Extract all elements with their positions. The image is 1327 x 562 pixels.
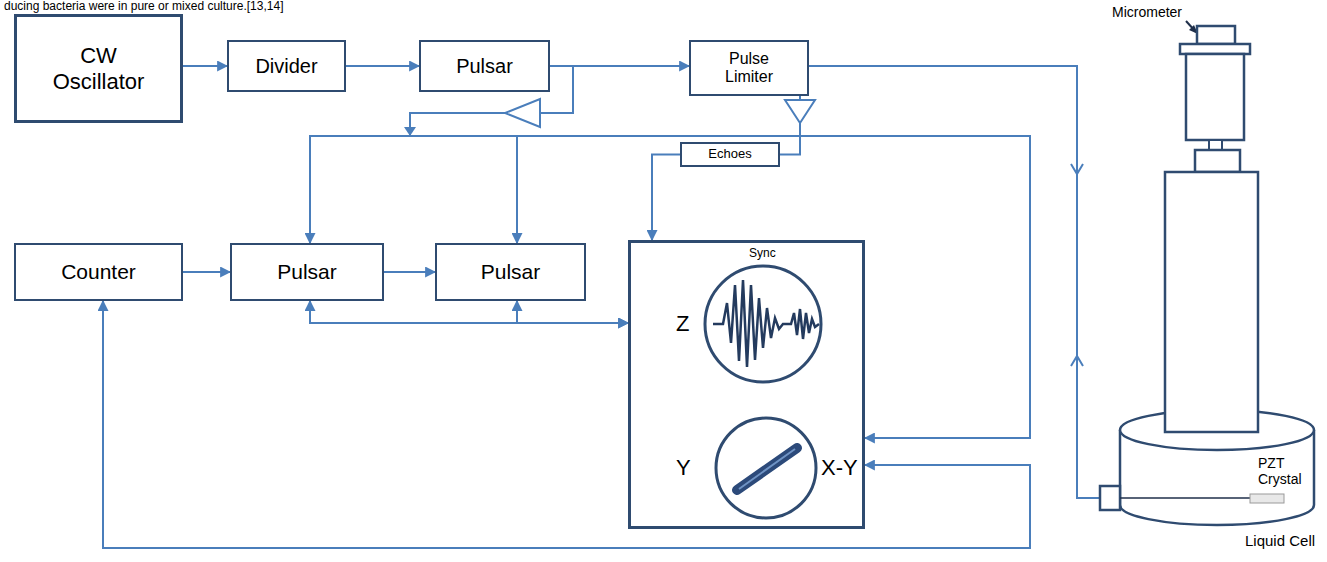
micrometer-cap (1197, 26, 1235, 44)
lissajous-highlight (739, 449, 795, 489)
echo-waveform (713, 280, 819, 367)
micrometer-collar (1195, 150, 1240, 172)
part-name: Liquid Cell (1245, 532, 1315, 549)
connector (310, 301, 628, 323)
oscilloscope-screens (631, 243, 862, 526)
part-name: PZT Crystal (1258, 455, 1318, 487)
amplifier-symbol (785, 100, 815, 123)
connector (384, 271, 435, 273)
arrow-head (404, 127, 416, 136)
connector (103, 301, 1030, 548)
node-text: Counter (61, 260, 136, 284)
node-text: CW Oscillator (39, 43, 159, 94)
probe-column (1165, 172, 1258, 432)
channel-label: Y (676, 455, 691, 480)
node-text: Pulsar (456, 55, 513, 78)
connector (410, 66, 573, 243)
channel-label: Z (676, 311, 689, 336)
node-text: Echoes (708, 147, 751, 162)
cut-off-text: ducing bacteria were in pure or mixed cu… (4, 0, 284, 12)
micrometer-spindle (1209, 140, 1222, 150)
screen-circle (716, 418, 816, 518)
amplifier-symbol (505, 99, 540, 127)
pulser-box: Pulsar (230, 243, 384, 301)
direction-chevron (1071, 164, 1083, 174)
pulser-box: Pulsar (435, 243, 586, 301)
cell-connector (1100, 486, 1120, 510)
micrometer-flange (1180, 44, 1250, 54)
connector (517, 301, 628, 323)
connector (310, 66, 573, 243)
divider-box: Divider (227, 40, 346, 92)
limiter-box: Pulse Limiter (689, 40, 809, 96)
oscillator-box: CW Oscillator (14, 14, 183, 123)
part-name: Micrometer (1112, 4, 1182, 20)
screen-circle (705, 266, 821, 382)
pzt-crystal (1250, 494, 1284, 503)
connector (652, 155, 680, 241)
pulser-box: Pulsar (419, 40, 550, 92)
node-text: Pulsar (277, 260, 337, 284)
counter-box: Counter (14, 243, 183, 301)
node-text: Divider (255, 55, 317, 78)
node-text: Pulsar (481, 260, 541, 284)
oscilloscope-box: SyncZ Y X-Y (628, 240, 865, 529)
lissajous-trace (737, 448, 797, 490)
echoes-box: Echoes (680, 142, 780, 167)
sync-label: Sync (749, 247, 776, 261)
node-text: Pulse Limiter (709, 50, 789, 87)
connector (183, 65, 227, 67)
connector (346, 65, 419, 67)
direction-chevron (1071, 356, 1083, 366)
connector (183, 271, 230, 273)
crystal-lead (1120, 497, 1250, 499)
micrometer-barrel (1186, 54, 1244, 140)
mode-label: X-Y (821, 455, 858, 480)
